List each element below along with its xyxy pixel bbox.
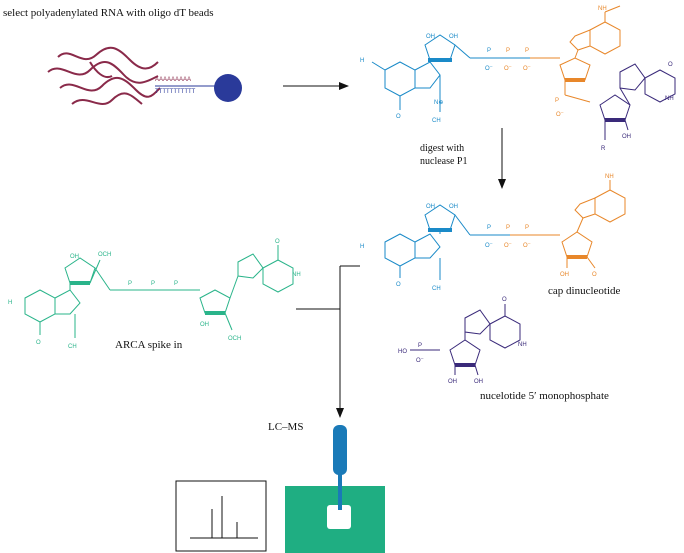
cap-orange-oh: OH — [560, 272, 569, 278]
phosphate-3: P — [525, 48, 529, 54]
purple-o: O — [668, 62, 673, 68]
arca-o-top: O — [275, 239, 280, 245]
cap-oh-2: OH — [449, 204, 458, 210]
nuc-o-minus: O⁻ — [416, 358, 424, 364]
blue-oh-1: OH — [426, 34, 435, 40]
nucleotide-structure: HO P O⁻ OH OH O NH — [398, 297, 527, 385]
digest-label-2: nuclease P1 — [420, 156, 468, 167]
cap-o: O — [396, 282, 401, 288]
cap-phos-1: P — [487, 225, 491, 231]
spectrum-box — [175, 480, 267, 552]
lcms-label: LC–MS — [268, 421, 303, 433]
phosphate-link: P — [555, 98, 559, 104]
cap-phos-2: P — [506, 225, 510, 231]
purple-r: R — [601, 146, 606, 152]
arca-phos-3: P — [174, 281, 178, 287]
cap-dinucleotide-label: cap dinucleotide — [548, 285, 621, 297]
nuc-oh-2: OH — [474, 379, 483, 385]
orange-nh: NH — [598, 6, 607, 12]
phos-o-2: O⁻ — [504, 66, 512, 72]
rna-strands — [47, 46, 161, 105]
cap-orange-o: O — [592, 272, 597, 278]
spectrum-peaks — [190, 496, 258, 539]
nuc-phos: P — [418, 343, 422, 349]
arca-ch3: CH — [68, 344, 77, 350]
arca-o: O — [36, 340, 41, 346]
phos-o-1: O⁻ — [485, 66, 493, 72]
cap-phos-o-3: O⁻ — [523, 243, 531, 249]
blue-o: O — [396, 114, 401, 120]
oligo-dt-strand: TTTTTTTTTTT — [155, 89, 196, 95]
select-label: select polyadenylated RNA with oligo dT … — [3, 7, 214, 19]
poly-a-tail: AAAAAAAAA — [155, 77, 191, 83]
cap-h2n: H — [360, 244, 364, 250]
arca-structure: OH OCH H O CH P P P OH OCH O NH — [8, 239, 301, 350]
lc-column — [333, 425, 347, 475]
blue-h2n: H — [360, 58, 364, 64]
arca-label: ARCA spike in — [115, 339, 183, 351]
nuc-ho: HO — [398, 349, 407, 355]
cap-phos-o-2: O⁻ — [504, 243, 512, 249]
arca-oh-1: OH — [70, 254, 79, 260]
arca-nh2: NH — [292, 272, 301, 278]
cap-oh-1: OH — [426, 204, 435, 210]
cap-ch3: CH — [432, 286, 441, 292]
magnetic-bead — [214, 74, 242, 102]
ms-inlet — [327, 505, 351, 529]
capped-rna-structure: OH OH H O CH N⊕ P P P O⁻ O⁻ O⁻ NH — [360, 5, 676, 152]
purple-oh: OH — [622, 134, 631, 140]
digest-label-1: digest with — [420, 143, 464, 154]
arca-oh-2: OH — [200, 322, 209, 328]
phosphate-2: P — [506, 48, 510, 54]
arca-phos-2: P — [151, 281, 155, 287]
blue-ch3: CH — [432, 118, 441, 124]
merge-connectors — [296, 265, 360, 416]
arca-och3-1: OCH — [98, 252, 111, 258]
blue-oh-2: OH — [449, 34, 458, 40]
arca-h2n: H — [8, 300, 12, 306]
blue-nplus: N⊕ — [434, 100, 443, 106]
arca-phos-1: P — [128, 281, 132, 287]
nuc-o: O — [502, 297, 507, 303]
purple-nh2: NH — [665, 96, 674, 102]
cap-phos-3: P — [525, 225, 529, 231]
ms-connector — [338, 486, 342, 510]
link-o-minus: O⁻ — [556, 112, 564, 118]
nuc-nh2: NH — [518, 342, 527, 348]
phos-o-3: O⁻ — [523, 66, 531, 72]
nuc-oh-1: OH — [448, 379, 457, 385]
cap-phos-o-1: O⁻ — [485, 243, 493, 249]
arca-och3-2: OCH — [228, 336, 241, 342]
cap-dinucleotide-structure: OH OH H O CH P P P O⁻ O⁻ O⁻ NH OH O — [360, 174, 626, 292]
phosphate-1: P — [487, 48, 491, 54]
nucleotide-label: nucelotide 5′ monophosphate — [480, 390, 609, 402]
cap-nh: NH — [605, 174, 614, 180]
